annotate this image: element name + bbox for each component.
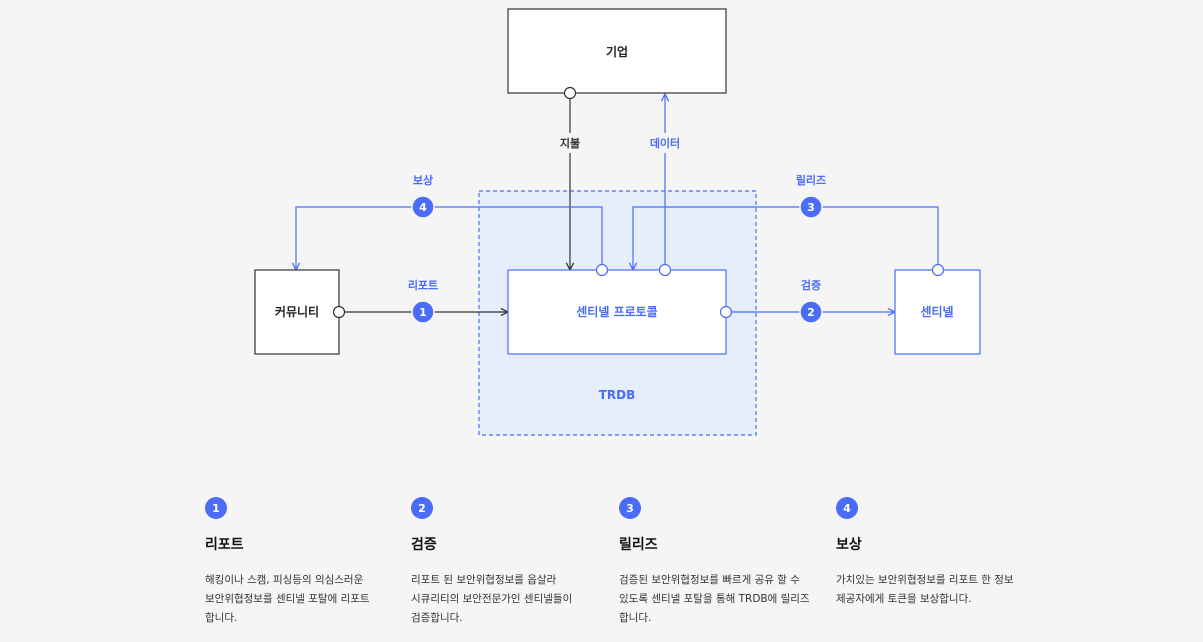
port-protocol-top-reward <box>595 263 609 277</box>
node-company: 기업 <box>507 8 727 94</box>
edge-release <box>633 206 939 270</box>
edge-badge-verify: 2 <box>799 300 823 324</box>
svg-text:1: 1 <box>419 306 427 319</box>
step-description: 해킹이나 스캠, 피싱등의 의심스러운 보안위협정보를 센티넬 포탈에 리포트 … <box>205 574 370 624</box>
step-number-badge: 2 <box>411 497 433 519</box>
port-community-right <box>332 305 346 319</box>
step-title: 보상 <box>836 537 862 553</box>
svg-text:2: 2 <box>807 306 815 319</box>
step-reward: 4 보상 가치있는 보안위협정보를 리포트 한 정보 제공자에게 토큰을 보상합… <box>836 497 1032 609</box>
edge-reward <box>296 206 603 270</box>
port-protocol-top-data <box>658 263 672 277</box>
step-verify: 2 검증 리포트 된 보안위협정보를 옵살라 시큐리티의 보안전문가인 센티넬들… <box>411 497 607 628</box>
step-title: 릴리즈 <box>619 537 658 553</box>
step-description: 가치있는 보안위협정보를 리포트 한 정보 제공자에게 토큰을 보상합니다. <box>836 574 1014 605</box>
node-protocol: 센티넬 프로토콜 <box>507 269 727 355</box>
payment-label: 지불 <box>560 136 580 150</box>
release-label: 릴리즈 <box>796 173 826 187</box>
protocol-label: 센티넬 프로토콜 <box>576 304 657 319</box>
edge-badge-reward: 4 <box>411 195 435 219</box>
community-label: 커뮤니티 <box>275 304 319 319</box>
step-number-badge: 4 <box>836 497 858 519</box>
svg-text:4: 4 <box>419 201 427 214</box>
flow-diagram: TRDB 기업 커뮤니티 센티넬 프로토콜 센티넬 지불 <box>254 8 981 436</box>
step-number-badge: 1 <box>205 497 227 519</box>
step-description: 리포트 된 보안위협정보를 옵살라 시큐리티의 보안전문가인 센티넬들이 검증합… <box>411 574 573 624</box>
verify-label: 검증 <box>801 279 821 292</box>
node-sentinel: 센티넬 <box>894 269 981 355</box>
svg-text:3: 3 <box>807 201 815 214</box>
node-community: 커뮤니티 <box>254 269 340 355</box>
port-company-bottom <box>563 86 577 100</box>
sentinel-label: 센티넬 <box>920 304 953 319</box>
report-label: 리포트 <box>408 278 438 292</box>
step-title: 검증 <box>411 537 437 553</box>
edge-badge-report: 1 <box>411 300 435 324</box>
step-number-badge: 3 <box>619 497 641 519</box>
step-description: 검증된 보안위협정보를 빠르게 공유 할 수 있도록 센티넬 포탈을 통해 TR… <box>619 574 810 624</box>
port-sentinel-top <box>931 263 945 277</box>
step-report: 1 리포트 해킹이나 스캠, 피싱등의 의심스러운 보안위협정보를 센티넬 포탈… <box>205 497 401 628</box>
trdb-label: TRDB <box>599 388 636 402</box>
company-label: 기업 <box>606 44 628 59</box>
step-title: 리포트 <box>205 537 244 553</box>
data-label: 데이터 <box>650 136 680 150</box>
port-protocol-right <box>719 305 733 319</box>
reward-label: 보상 <box>413 173 433 187</box>
step-release: 3 릴리즈 검증된 보안위협정보를 빠르게 공유 할 수 있도록 센티넬 포탈을… <box>619 497 815 628</box>
edge-badge-release: 3 <box>799 195 823 219</box>
